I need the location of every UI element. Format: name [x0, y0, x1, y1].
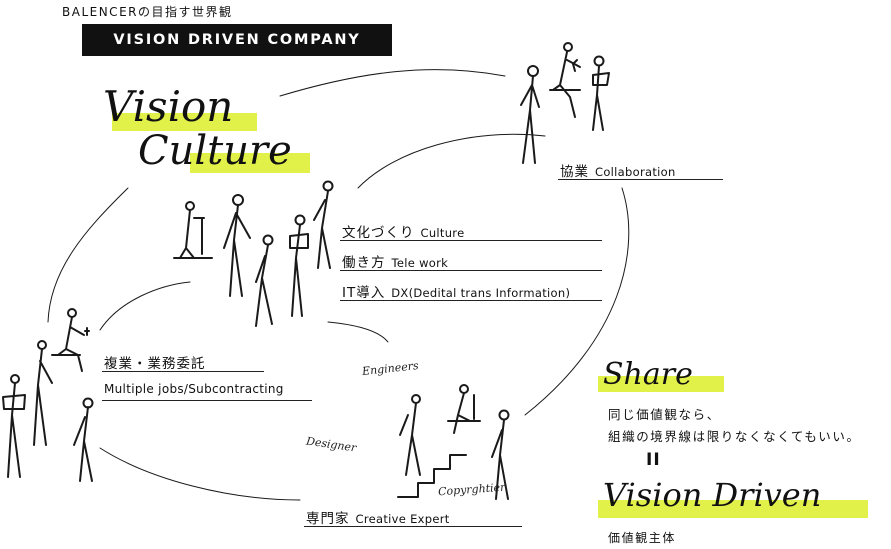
share-line-2: 組織の境界線は限りなくなくてもいい。 [608, 429, 861, 444]
culture-people-sketch [173, 180, 334, 327]
multiple-jobs-jp-label: 複業・業務委託 [104, 356, 206, 372]
highlight-vision-driven [598, 500, 868, 518]
expert-rule [304, 526, 522, 527]
culture-item-rule [340, 240, 602, 241]
multiple-jobs-rule-1 [102, 371, 264, 372]
highlight-culture [190, 153, 310, 173]
vision-driven-footer: 価値観主体 [608, 531, 677, 545]
multiple-jobs-people-sketch [2, 308, 94, 482]
share-line-1: 同じ価値観なら、 [608, 407, 721, 422]
eyebrow-text: BALENCERの目指す世界観 [62, 5, 233, 19]
highlight-vision [112, 113, 257, 131]
collaboration-rule [558, 179, 723, 180]
banner-title: VISION DRIVEN COMPANY [82, 24, 392, 56]
telework-item-rule [340, 270, 602, 271]
culture-script: Culture [138, 128, 292, 174]
share-script: Share [603, 357, 693, 392]
multiple-jobs-rule-2 [102, 400, 312, 401]
collaboration-people-sketch [520, 42, 610, 164]
multiple-jobs-en-label: Multiple jobs/Subcontracting [104, 382, 284, 396]
equals-mark: II [646, 450, 661, 470]
vision-script: Vision [103, 82, 234, 131]
expert-people-sketch [397, 384, 510, 500]
vision-driven-script: Vision Driven [603, 476, 822, 514]
highlight-share [598, 376, 724, 392]
it-item-rule [340, 300, 602, 301]
